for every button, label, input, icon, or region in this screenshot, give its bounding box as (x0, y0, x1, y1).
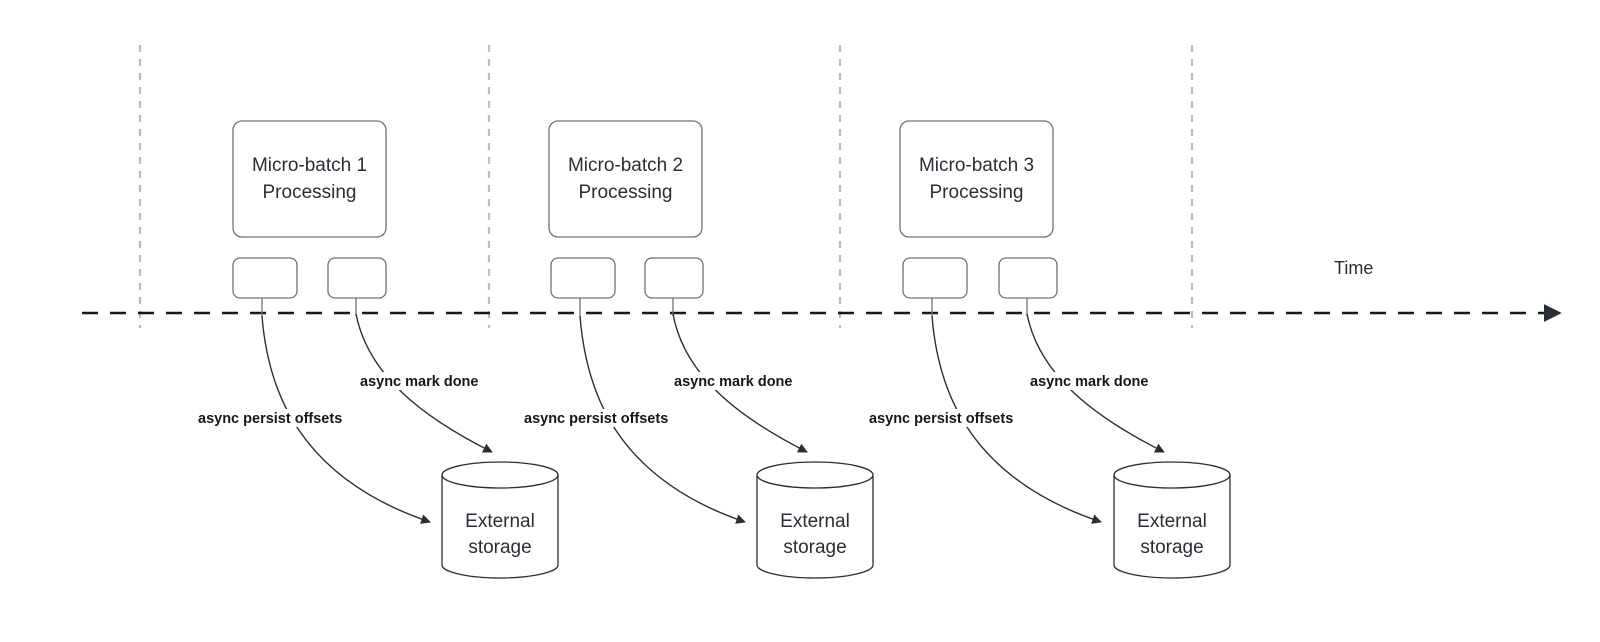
process-box-label-line2: Processing (930, 182, 1024, 203)
task-box-mb1-task-b[interactable] (327, 257, 387, 299)
time-axis-label: Time (1334, 258, 1373, 278)
edge-mb3-mark-done (1026, 313, 1165, 453)
process-box-label-line2: Processing (263, 182, 357, 203)
cylinder-top-2 (756, 461, 874, 489)
cylinder-top-1 (441, 461, 559, 489)
edge-label-bg-mb1-persist (195, 409, 374, 427)
task-box-mb3-task-a[interactable] (902, 257, 968, 299)
task-box-mb2-task-b[interactable] (644, 257, 704, 299)
storage-label-2-line1: External (780, 511, 850, 532)
cylinder-body-2 (756, 474, 874, 579)
storage-label-1-line1: External (465, 511, 535, 532)
process-box-label-line2: Processing (579, 182, 673, 203)
process-box-micro-batch-2[interactable] (548, 120, 703, 238)
tick-lines (138, 45, 1194, 328)
edge-label-bg-mb3-mark-done (1027, 372, 1172, 390)
task-box-mb2-task-a[interactable] (550, 257, 616, 299)
edge-mb2-persist-offsets (579, 315, 746, 524)
storage-label-1-line2: storage (468, 537, 531, 558)
edge-label-bg-mb2-persist (521, 409, 700, 427)
cylinder-top-3 (1113, 461, 1231, 489)
edge-label-mb2-persist-offsets: async persist offsets (524, 411, 668, 427)
edge-mb1-persist-offsets (261, 315, 431, 524)
storage-label-3-line2: storage (1140, 537, 1203, 558)
cylinder-body-1 (441, 474, 559, 579)
edge-label-mb1-persist-offsets: async persist offsets (198, 411, 342, 427)
edge-mb2-mark-done (672, 313, 808, 453)
storage-label-2-line2: storage (783, 537, 846, 558)
edge-label-bg-mb1-mark-done (357, 372, 502, 390)
edge-label-bg-mb2-mark-done (671, 372, 816, 390)
group-micro-batch-1: Micro-batch 1 Processing async mark done… (195, 120, 559, 579)
cylinder-body-3 (1113, 474, 1231, 579)
task-box-mb1-task-a[interactable] (232, 257, 298, 299)
edge-mb3-persist-offsets (931, 315, 1102, 524)
group-micro-batch-3: Micro-batch 3 Processing async mark done… (866, 120, 1231, 579)
storage-label-3-line1: External (1137, 511, 1207, 532)
storage-cylinder-3[interactable]: External storage (1113, 461, 1231, 579)
process-box-label-line1: Micro-batch 1 (252, 155, 367, 176)
storage-cylinder-2[interactable]: External storage (756, 461, 874, 579)
task-box-mb3-task-b[interactable] (998, 257, 1058, 299)
edge-label-mb3-persist-offsets: async persist offsets (869, 411, 1013, 427)
group-micro-batch-2: Micro-batch 2 Processing async mark done… (521, 120, 874, 579)
edge-label-mb1-mark-done: async mark done (360, 374, 478, 390)
edge-mb1-mark-done (355, 313, 493, 453)
process-box-label-line1: Micro-batch 2 (568, 155, 683, 176)
edge-label-mb3-mark-done: async mark done (1030, 374, 1148, 390)
process-box-micro-batch-1[interactable] (232, 120, 387, 238)
process-box-label-line1: Micro-batch 3 (919, 155, 1034, 176)
process-box-micro-batch-3[interactable] (899, 120, 1054, 238)
edge-label-mb2-mark-done: async mark done (674, 374, 792, 390)
storage-cylinder-1[interactable]: External storage (441, 461, 559, 579)
edge-label-bg-mb3-persist (866, 409, 1045, 427)
